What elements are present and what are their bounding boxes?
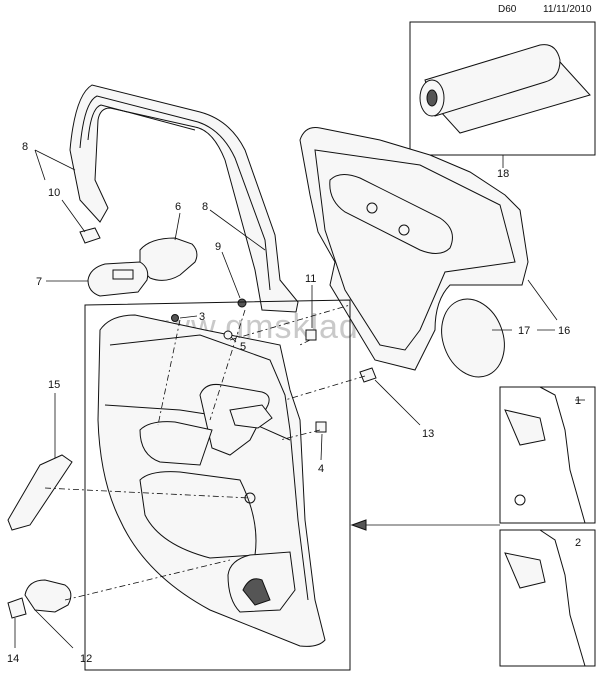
callout-10: 10 [48, 187, 60, 199]
callout-12: 12 [80, 653, 92, 665]
map-pocket [139, 471, 257, 559]
detail-box-2 [499, 529, 596, 667]
leader-5 [230, 336, 237, 343]
pull-handle-bezel [139, 421, 213, 466]
callout-16: 16 [558, 325, 570, 337]
detail-2-handle [504, 552, 546, 589]
callout-1: 1 [575, 395, 581, 407]
leader-8a-b [34, 149, 46, 181]
detail-1-hole [514, 494, 526, 506]
clip-4 [315, 421, 327, 433]
leader-3 [179, 315, 198, 319]
inset-roll-box [409, 21, 596, 168]
clip-11 [305, 329, 317, 341]
door-panel-group [84, 299, 351, 671]
callout-2: 2 [575, 537, 581, 549]
callout-17: 17 [518, 325, 530, 337]
door-panel-frame [84, 299, 351, 671]
screw-9 [237, 298, 247, 308]
assembly-line-6 [44, 487, 251, 499]
clip-5 [223, 330, 233, 340]
callout-15: 15 [48, 379, 60, 391]
window-frame-inner-edge [79, 95, 271, 291]
water-deflector [299, 127, 529, 378]
assembly-line-3 [299, 339, 311, 346]
assembly-line-4 [284, 375, 366, 401]
leader-8a [34, 149, 76, 171]
leader-10 [61, 199, 86, 233]
roll-core [426, 89, 438, 107]
detail-frame-1 [499, 386, 596, 524]
deflector-inner-edge [314, 149, 516, 351]
callout-leaders [14, 149, 585, 649]
leader-12 [34, 609, 74, 649]
window-frame [69, 84, 299, 313]
clip-14 [7, 597, 27, 619]
callout-labels: 8 10 6 8 9 7 11 3 5 4 13 18 17 16 15 1 2… [7, 141, 581, 665]
screw-3 [171, 314, 179, 322]
deflector-hole-2 [398, 224, 410, 236]
detail-box-1 [499, 386, 596, 524]
window-frame-inner-edge-2 [87, 104, 196, 141]
deflector-recess [329, 174, 453, 254]
trim-strip-15 [7, 454, 73, 531]
inset-frame-18 [409, 21, 596, 156]
callout-7: 7 [36, 276, 42, 288]
leader-6 [174, 212, 181, 241]
assembly-line-1 [157, 319, 181, 426]
callout-14: 14 [7, 653, 19, 665]
detail-1-handle [504, 409, 546, 446]
window-frame-trim [69, 84, 299, 313]
callout-13: 13 [422, 428, 434, 440]
roll-body [424, 44, 561, 117]
callout-3: 3 [199, 311, 205, 323]
leader-13 [374, 379, 421, 426]
callout-8b: 8 [202, 201, 208, 213]
door-release-handle [229, 404, 273, 429]
diagram-code: D60 [498, 4, 517, 15]
trim-cover-7-slot [112, 269, 134, 280]
diagram-date: 11/11/2010 [543, 4, 592, 15]
callout-6: 6 [175, 201, 181, 213]
clip-10 [79, 227, 101, 244]
callout-8a: 8 [22, 141, 28, 153]
leader-16 [527, 279, 558, 321]
trim-cap-6 [139, 237, 198, 281]
assembly-line-8 [209, 309, 246, 421]
door-trim-upper-edge [109, 334, 309, 601]
detail-1-edge [539, 386, 586, 524]
callout-11: 11 [305, 273, 316, 285]
callout-5: 5 [240, 341, 246, 353]
leader-4 [320, 433, 323, 461]
leader-9 [221, 251, 241, 299]
callout-9: 9 [215, 241, 221, 253]
detail-2-edge [539, 529, 586, 667]
speaker-grille-logo [242, 578, 271, 606]
assembly-line-7 [64, 559, 231, 601]
clip-13 [359, 367, 377, 383]
assembly-lines [44, 304, 366, 601]
callout-18: 18 [497, 168, 509, 180]
leader-8b [209, 209, 266, 251]
deflector-hole-1 [366, 202, 378, 214]
detail-frame-2 [499, 529, 596, 667]
speaker-pad-17 [441, 298, 505, 378]
callout-4: 4 [318, 463, 324, 475]
detail-pointer-arrow [350, 519, 367, 531]
handle-12 [24, 579, 72, 613]
